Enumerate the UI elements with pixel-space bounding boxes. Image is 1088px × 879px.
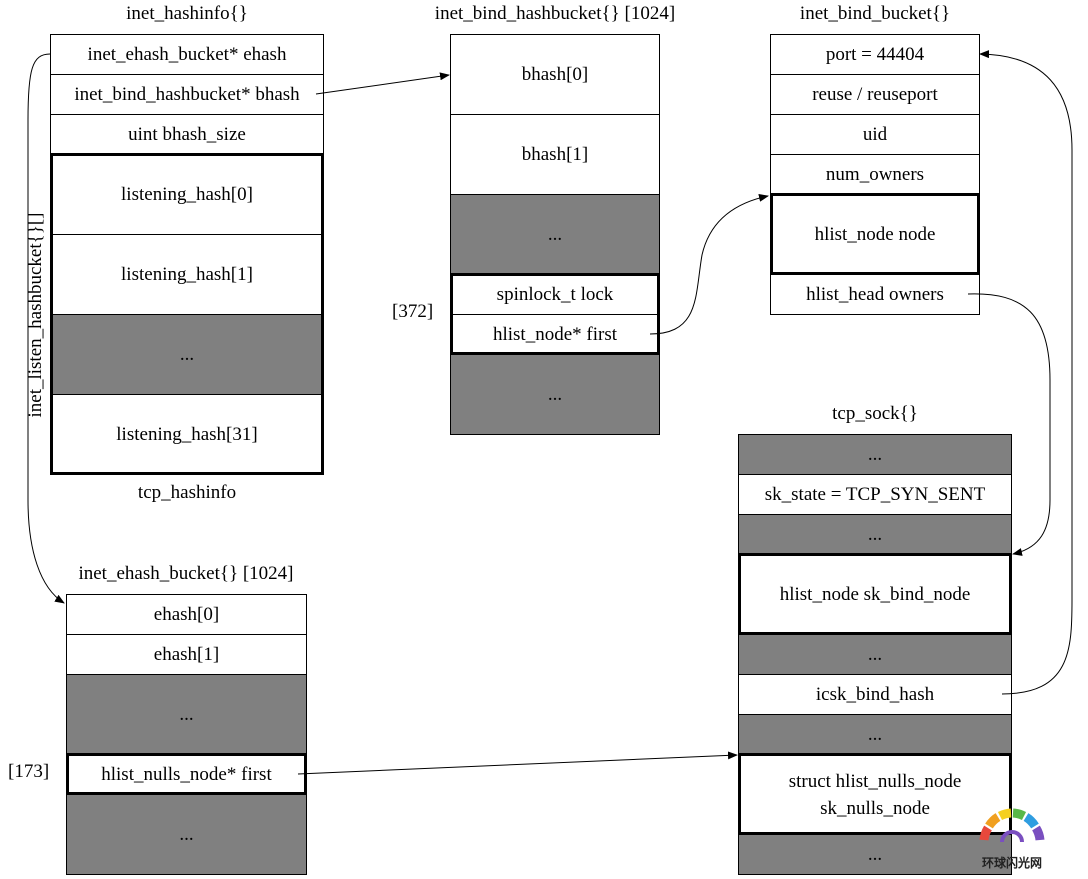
ehash-table-title: inet_ehash_bucket{} [1024] (78, 563, 294, 584)
bind-bucket-node: hlist_node node (770, 194, 980, 275)
watermark-text: 环球闪光网 (981, 856, 1042, 870)
bhash-ellipsis-lower: ... (450, 354, 660, 435)
ehash-first-field: hlist_nulls_node* first (66, 754, 307, 795)
ehash-0: ehash[0] (66, 594, 307, 635)
ehash-1: ehash[1] (66, 634, 307, 675)
tcp-sock-ellipsis-2: ... (738, 514, 1012, 555)
bhash-table-title: inet_bind_hashbucket{} [1024] (434, 3, 676, 24)
tcp-sock-ellipsis-3: ... (738, 634, 1012, 675)
listening-hash-1: listening_hash[1] (50, 234, 324, 315)
watermark-logo: 环球闪光网 (962, 806, 1062, 876)
tcp-sock-sk-bind-node: hlist_node sk_bind_node (738, 554, 1012, 635)
arrow-first-to-bind-node (649, 193, 769, 335)
bind-bucket-reuse: reuse / reuseport (770, 74, 980, 115)
listening-hash-0: listening_hash[0] (50, 154, 324, 235)
tcp-sock-title: tcp_sock{} (832, 403, 918, 424)
bind-bucket-num-owners: num_owners (770, 154, 980, 195)
bhash-1: bhash[1] (450, 114, 660, 195)
arrow-nulls-first-to-sk-nulls-node (297, 751, 738, 775)
tcp-sock-ellipsis-1: ... (738, 434, 1012, 475)
bhash-index-label: [372] (392, 301, 434, 322)
bind-bucket-title: inet_bind_bucket{} (799, 3, 951, 24)
hashinfo-bhash-size-field: uint bhash_size (50, 114, 324, 155)
hashinfo-bhash-field: inet_bind_hashbucket* bhash (50, 74, 324, 115)
tcp-sock-sk-nulls-node: struct hlist_nulls_node sk_nulls_node (738, 754, 1012, 835)
tcp-sock-ellipsis-4: ... (738, 714, 1012, 755)
bhash-0: bhash[0] (450, 34, 660, 115)
listening-hash-ellipsis: ... (50, 314, 324, 395)
bind-bucket-owners: hlist_head owners (770, 274, 980, 315)
bhash-first-field: hlist_node* first (450, 314, 660, 355)
bhash-ellipsis-upper: ... (450, 194, 660, 275)
ehash-index-label: [173] (8, 761, 50, 782)
rainbow-logo-icon (979, 808, 1045, 843)
ehash-ellipsis-lower: ... (66, 794, 307, 875)
listening-hash-31: listening_hash[31] (50, 394, 324, 475)
ehash-ellipsis-upper: ... (66, 674, 307, 755)
hashinfo-ehash-field: inet_ehash_bucket* ehash (50, 34, 324, 75)
hashinfo-title: inet_hashinfo{} (126, 3, 248, 24)
tcp-sock-sk-state: sk_state = TCP_SYN_SENT (738, 474, 1012, 515)
arrow-bhash-to-bucket-array (315, 72, 450, 95)
tcp-hashinfo-label: tcp_hashinfo (137, 482, 237, 503)
bind-bucket-uid: uid (770, 114, 980, 155)
bhash-spinlock-field: spinlock_t lock (450, 274, 660, 315)
bind-bucket-port: port = 44404 (770, 34, 980, 75)
tcp-sock-icsk-bind-hash: icsk_bind_hash (738, 674, 1012, 715)
